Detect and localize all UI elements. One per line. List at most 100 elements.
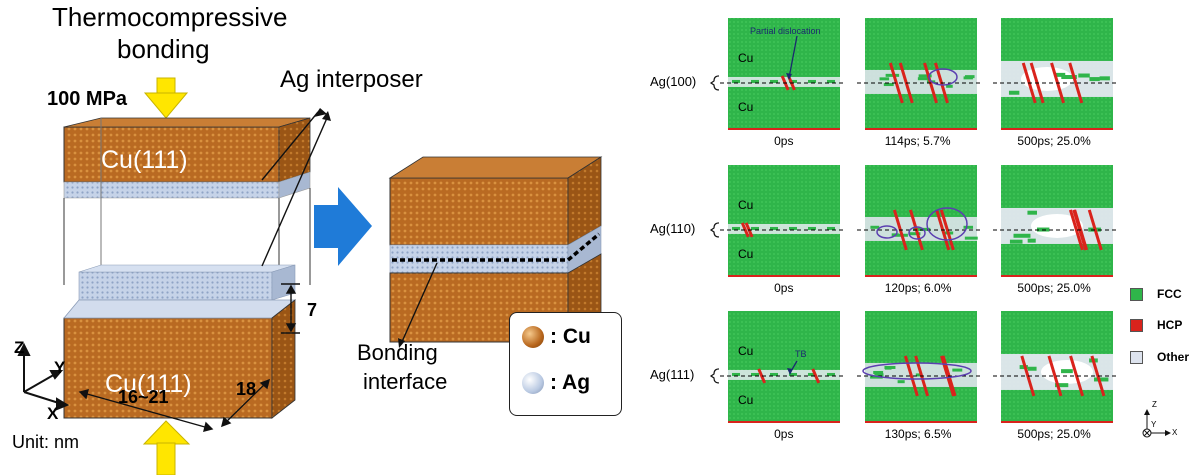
gap-dimension-label: 7 (307, 300, 318, 320)
hcp-swatch-icon (1130, 318, 1143, 332)
panel-caption: 114ps; 5.7% (884, 134, 951, 148)
fcc-island (789, 226, 797, 230)
annotation-pointer (788, 35, 798, 79)
hcp-slip-line (940, 355, 955, 397)
fcc-island (808, 226, 816, 230)
bonded-block (388, 156, 603, 343)
fcc-island (964, 236, 978, 240)
interposer-label: Ag interposer (280, 66, 423, 93)
legend-other-label: Other (1157, 350, 1190, 364)
fcc-island (1099, 76, 1110, 81)
process-arrow (314, 187, 372, 266)
hcp-slip-line (1068, 62, 1084, 104)
highlight-ellipse (928, 68, 958, 86)
fcc-island (732, 372, 740, 376)
fcc-swatch-icon (1130, 287, 1143, 301)
fcc-island (770, 79, 778, 83)
other-swatch-icon (1130, 350, 1143, 364)
interface-band (728, 369, 840, 380)
fcc-island (827, 226, 835, 230)
legend-ag-label: : Ag (550, 371, 591, 394)
gap-dimension (281, 283, 300, 334)
axis-x-label: X (47, 404, 59, 423)
legend-hcp: HCP (1130, 318, 1182, 332)
panel-cu-top-label: Cu (738, 344, 754, 358)
fcc-island (946, 84, 953, 88)
row-brace (709, 75, 720, 91)
surface-layer (728, 275, 840, 277)
surface-layer (1001, 275, 1113, 277)
legend-cu: : Cu (522, 325, 591, 349)
bonding-label-line-2: interface (363, 369, 448, 394)
fcc-island (732, 226, 740, 230)
fcc-island (918, 74, 932, 78)
fcc-island (870, 375, 883, 379)
bottom-cu-label: Cu(111) (105, 370, 192, 398)
hcp-slip-line (1068, 209, 1084, 251)
highlight-ellipse (908, 226, 926, 240)
axis-y-label: Y (54, 358, 66, 377)
hcp-slip-line (1047, 355, 1063, 397)
panel-caption: 500ps; 25.0% (1017, 281, 1091, 295)
fcc-island (751, 226, 759, 230)
row-brace (709, 222, 720, 238)
sim-axis-z-label: Z (1152, 400, 1157, 409)
bonding-pointer (400, 262, 438, 345)
panel-caption: 0ps (774, 134, 794, 148)
sim-axis-y-label: Y (1151, 420, 1157, 429)
fcc-region (728, 18, 840, 130)
fcc-island (915, 373, 922, 377)
fcc-island (909, 232, 921, 236)
legend-fcc: FCC (1130, 287, 1182, 301)
fcc-region (728, 311, 840, 423)
row-orientation-label: Ag(110) (650, 220, 696, 236)
depth-dimension (220, 378, 271, 428)
depth-dimension-label: 18 (236, 379, 257, 399)
fcc-island (751, 372, 759, 376)
annotation-twin-boundary: TB (795, 349, 807, 359)
legend-cu-label: : Cu (550, 325, 591, 348)
legend-fcc-label: FCC (1157, 287, 1182, 301)
surface-layer (865, 128, 977, 130)
width-dimension (78, 389, 214, 432)
pressure-label: 100 MPa (47, 88, 128, 110)
panel-caption: 0ps (774, 281, 794, 295)
hcp-slip-line (757, 368, 767, 384)
hcp-slip-line (740, 222, 750, 238)
defect-band (865, 69, 977, 94)
top-cu-label: Cu(111) (101, 146, 188, 174)
title-line-2: bonding (117, 34, 210, 64)
void-region (1031, 213, 1083, 238)
row-orientation-label: Ag(100) (650, 73, 697, 89)
surface-layer (728, 128, 840, 130)
legend-other: Other (1130, 350, 1189, 364)
fcc-island (827, 372, 835, 376)
interface-band (728, 223, 840, 234)
surface-layer (1001, 128, 1113, 130)
panel-cu-top-label: Cu (738, 198, 754, 212)
panel-caption: 120ps; 6.0% (884, 281, 952, 295)
surface-layer (728, 421, 840, 423)
hcp-slip-line (1020, 355, 1036, 397)
fcc-island (897, 380, 905, 384)
bonding-label-line-1: Bonding (357, 340, 438, 365)
fcc-island (808, 79, 816, 83)
fcc-island (1054, 383, 1069, 388)
fcc-island (1061, 369, 1073, 374)
panel-caption: 500ps; 25.0% (1017, 427, 1091, 441)
fcc-island (1027, 210, 1037, 215)
atom-legend: : Cu : Ag (509, 312, 622, 416)
fcc-island (1009, 239, 1023, 244)
fcc-island (879, 77, 890, 81)
ag-atom-icon (522, 372, 544, 394)
panel-cu-top-label: Cu (738, 51, 754, 65)
highlight-ellipse (876, 225, 898, 239)
hcp-slip-line (811, 368, 821, 384)
fcc-island (883, 83, 894, 87)
panel-caption: 130ps; 6.5% (884, 427, 952, 441)
fcc-island (751, 79, 759, 83)
fcc-island (770, 372, 778, 376)
